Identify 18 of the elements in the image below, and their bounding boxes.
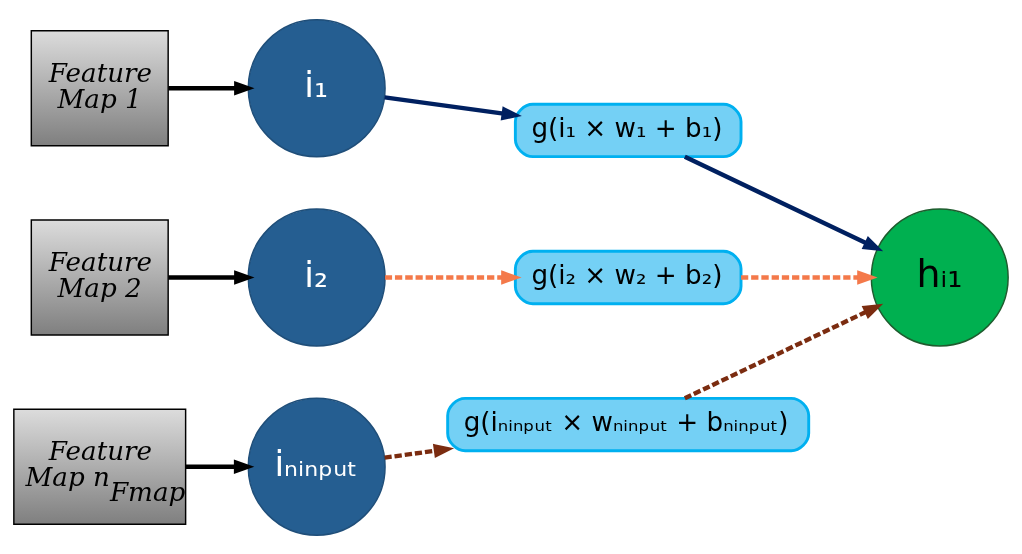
arrow xyxy=(385,269,522,285)
node-box: Feature Map 1 xyxy=(30,29,169,146)
node-circle: hᵢ₁ xyxy=(870,207,1009,347)
arrow xyxy=(168,269,255,285)
node-box: g(iₙᵢₙₚᵤₜ × wₙᵢₙₚᵤₜ + bₙᵢₙₚᵤₜ) xyxy=(446,396,811,452)
node-box: g(i₁ × w₁ + b₁) xyxy=(513,102,743,158)
node-circle: iₙᵢₙₚᵤₜ xyxy=(247,397,386,536)
arrow xyxy=(683,303,884,400)
arrow xyxy=(384,94,522,120)
arrow xyxy=(185,459,255,474)
node-box: g(i₂ × w₂ + b₂) xyxy=(513,249,743,305)
node-box: Feature Map 2 xyxy=(30,218,169,336)
node-circle: i₂ xyxy=(247,207,386,347)
arrow xyxy=(683,154,884,251)
node-circle: i₁ xyxy=(247,18,386,157)
arrow xyxy=(741,269,878,285)
arrow xyxy=(168,80,255,95)
arrow xyxy=(384,443,455,460)
